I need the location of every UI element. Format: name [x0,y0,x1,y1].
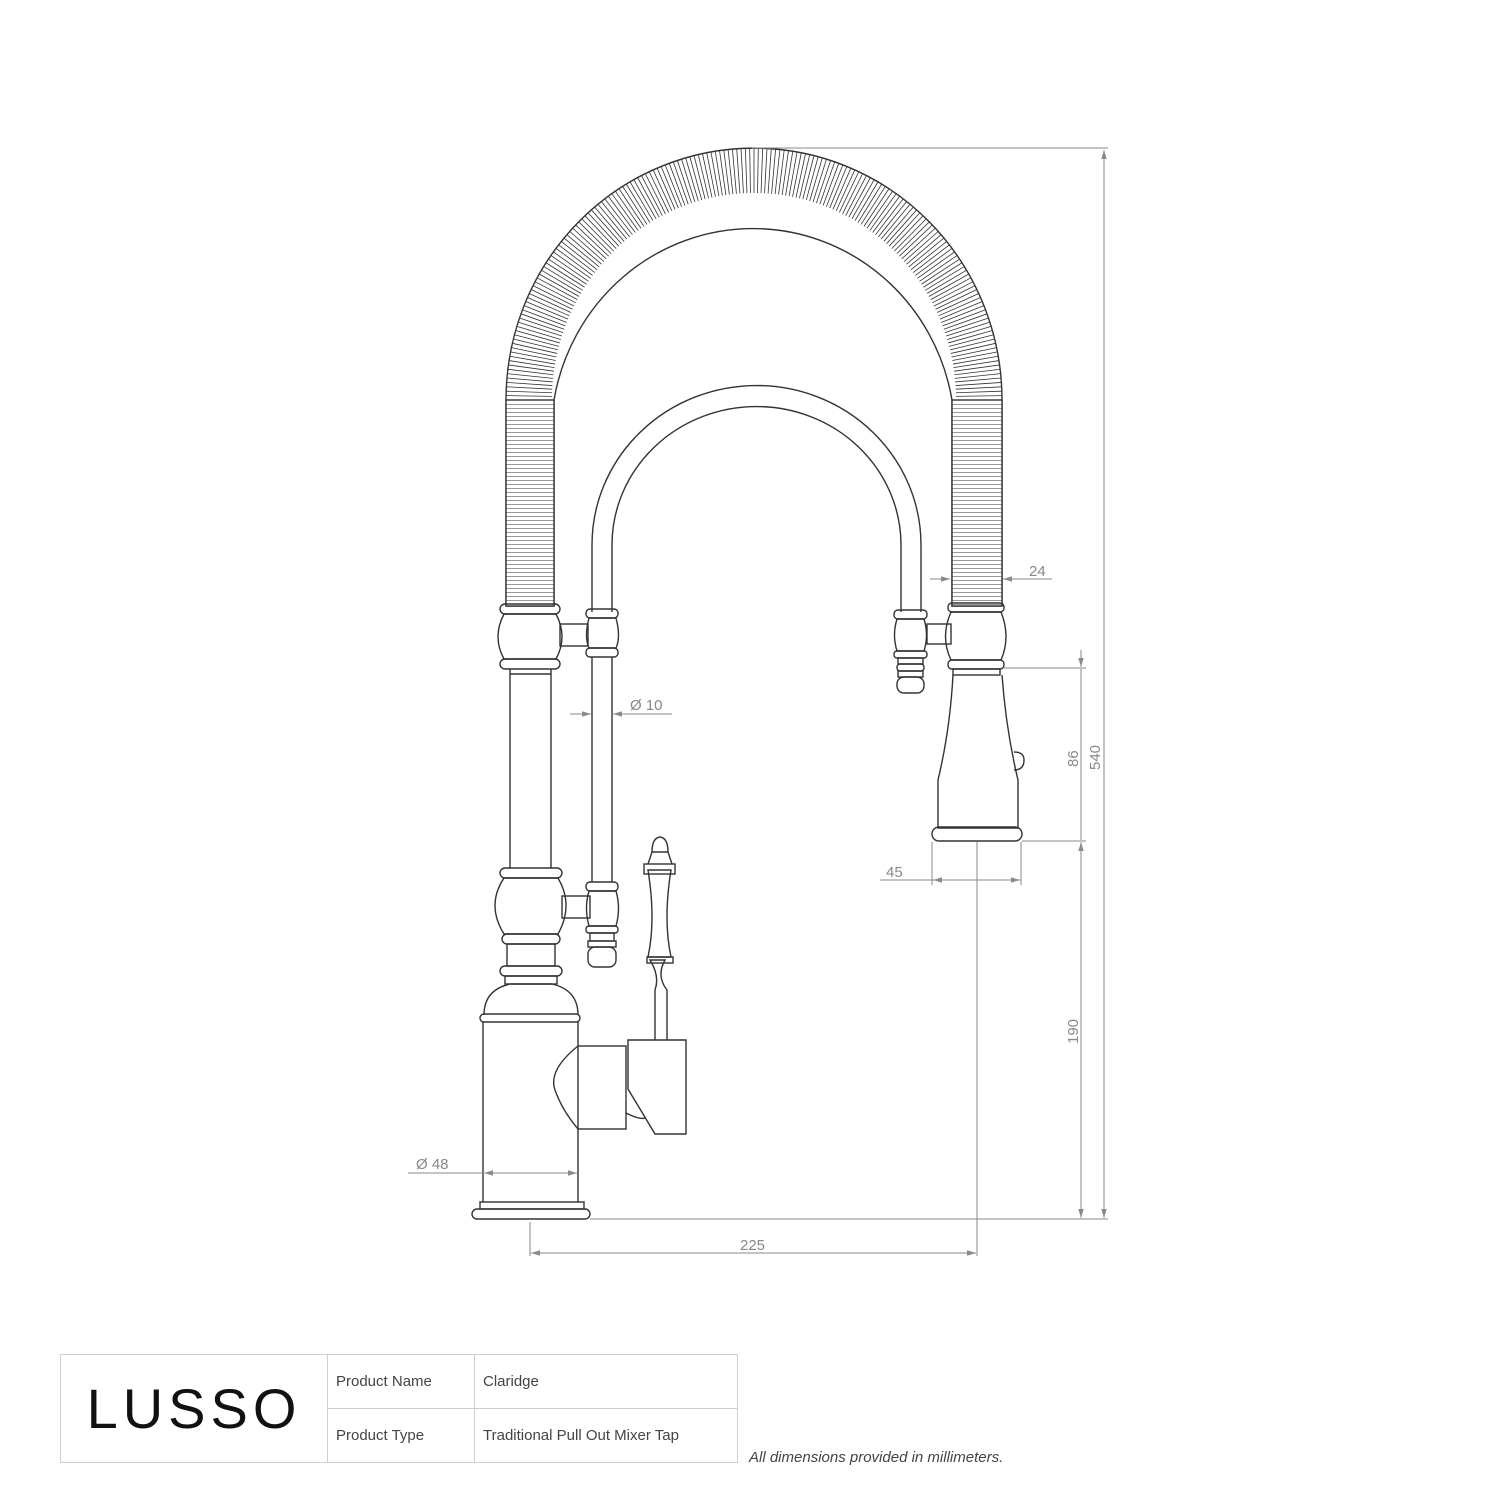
flexible-hose [505,147,1003,607]
product-type-label: Product Type [328,1408,475,1462]
spout-end-fitting [893,609,952,694]
dim-body-diameter: Ø 48 [416,1156,449,1173]
dim-spray-head-height: 86 [1065,750,1082,767]
tap-body [471,983,646,1220]
dim-spray-head-width: 45 [886,864,903,881]
left-upper-collar [497,603,620,670]
title-block: LUSSO Product Name Claridge Product Type… [60,1354,738,1463]
product-name-value: Claridge [475,1355,737,1409]
dim-tube-diameter: Ø 10 [630,697,663,714]
brand-logo: LUSSO [61,1355,328,1462]
product-type-value: Traditional Pull Out Mixer Tap [483,1426,679,1444]
product-name-label: Product Name [328,1355,475,1409]
thin-tube [591,657,613,882]
dim-hose-diameter: 24 [1029,563,1046,580]
main-column [509,669,552,868]
left-lower-collar [494,867,620,985]
dim-spout-clearance: 190 [1065,1019,1082,1044]
dim-overall-height: 540 [1087,745,1104,770]
dimension-lines [408,147,1108,1256]
lever-handle [627,836,687,1135]
dim-projection: 225 [740,1237,765,1254]
rigid-spout [591,384,922,612]
spray-head [931,602,1025,842]
units-note: All dimensions provided in millimeters. [749,1449,1004,1466]
